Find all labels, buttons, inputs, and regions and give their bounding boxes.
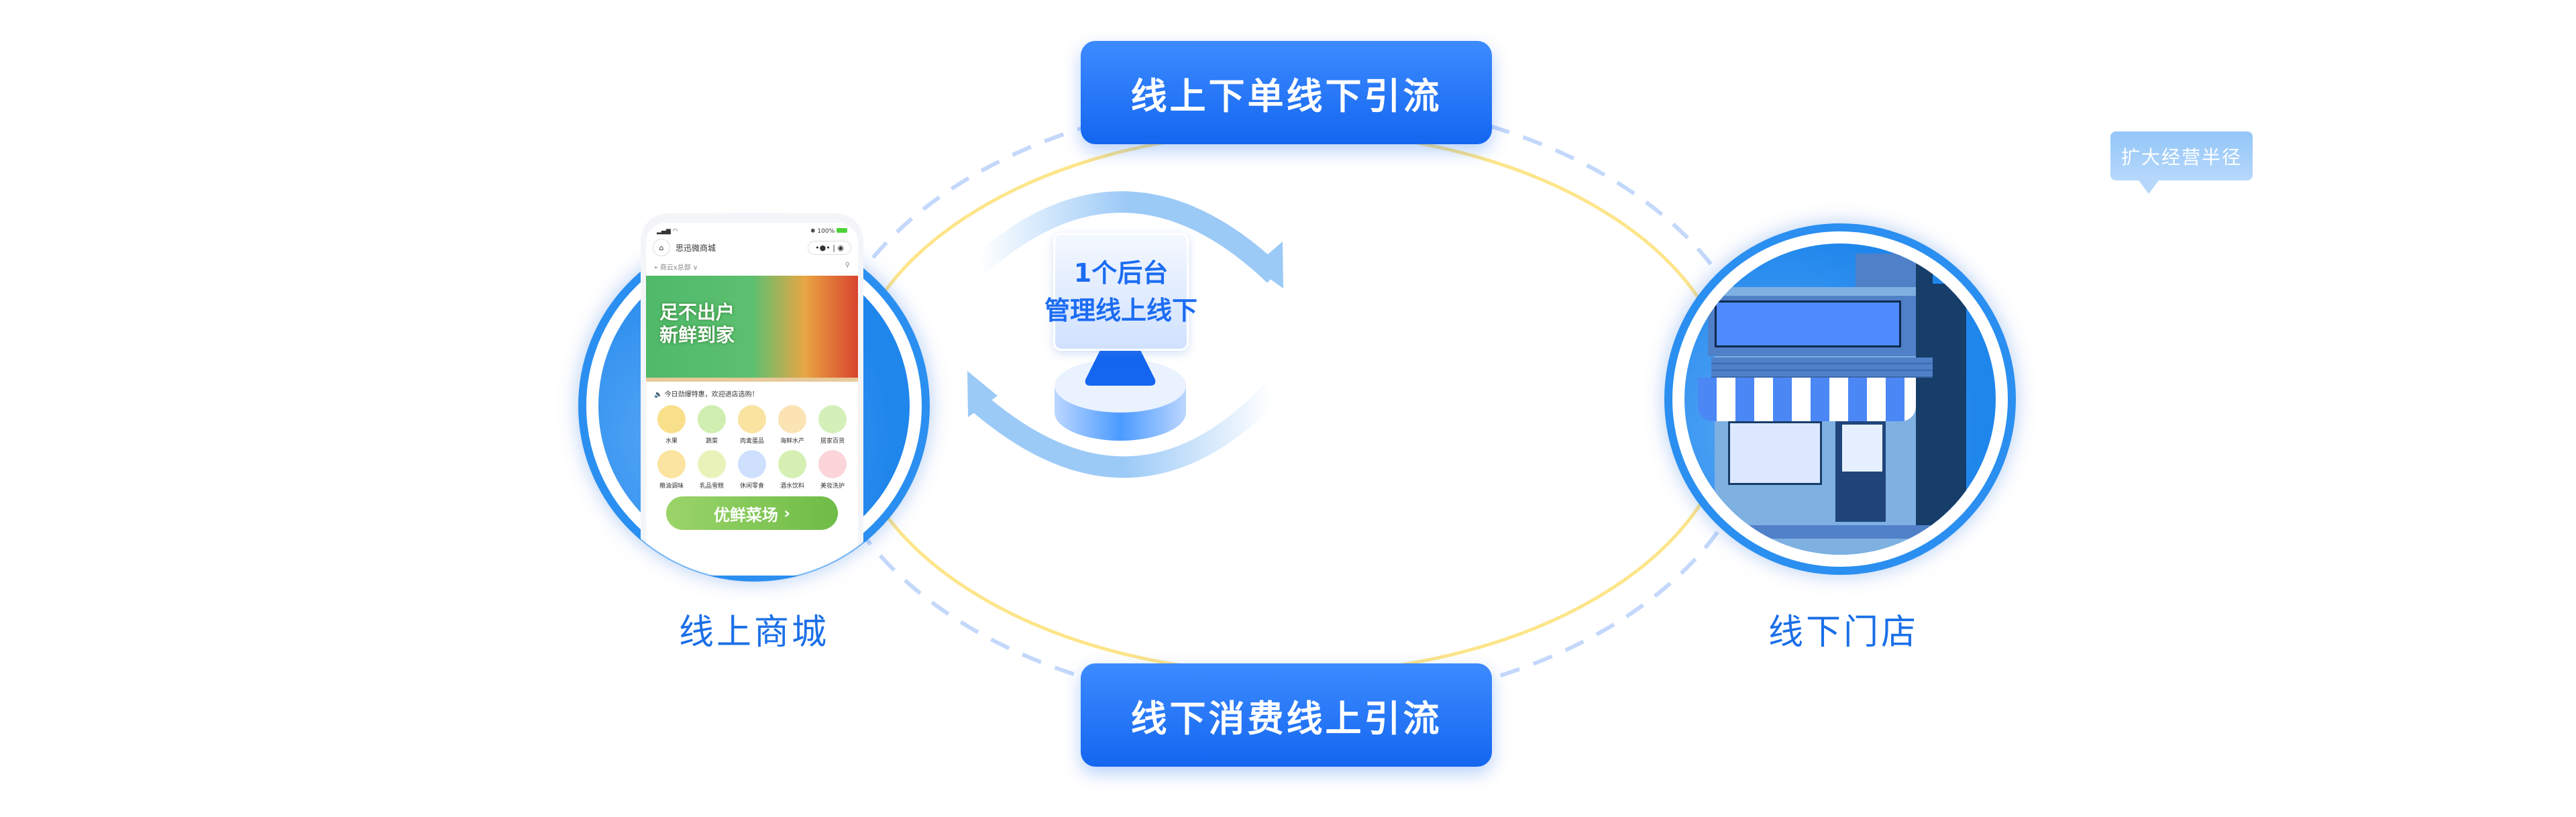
category-label: 休闲零食 — [739, 483, 764, 490]
battery-indicator: ✱ 100% — [810, 228, 847, 235]
category-label: 美妆洗护 — [820, 483, 845, 490]
category-grid: 水果 蔬菜 肉禽蛋品 海鲜水产 居家百货粮油调味 乳品雪糕 休闲零食 酒水饮料 美妆洗护 — [646, 405, 858, 490]
notice-text: 今日劲爆特惠，欢迎进店选购！ — [664, 391, 759, 398]
bottom-arrow — [971, 384, 1279, 478]
app-title: 思迅微商城 — [676, 243, 716, 253]
category-item[interactable]: 酒水饮料 — [772, 450, 812, 490]
monitor-stand — [1085, 350, 1156, 386]
category-label: 水果 — [665, 438, 678, 445]
category-icon — [657, 450, 686, 478]
expand-radius-tooltip: 扩大经营半径 — [2110, 131, 2253, 194]
online-mall-label: 线上商城 — [678, 612, 829, 653]
category-item[interactable]: 海鲜水产 — [772, 405, 812, 445]
category-item[interactable]: 水果 — [651, 405, 692, 445]
category-item[interactable]: 美妆洗护 — [812, 450, 853, 490]
category-icon — [778, 405, 806, 433]
signal-wifi-icon: ▂▄▆ ◠ — [657, 228, 678, 235]
banner-line1: 足不出户 — [659, 301, 735, 323]
center-line1: 1个后台 — [1073, 258, 1169, 288]
capsule-menu[interactable]: •●• | ◉ — [808, 240, 851, 255]
category-icon — [698, 450, 726, 478]
top-arrow — [972, 191, 1283, 283]
home-icon[interactable]: ⌂ — [653, 239, 670, 256]
banner-line2: 新鲜到家 — [659, 324, 735, 346]
category-label: 粮油调味 — [659, 483, 684, 490]
location-selector[interactable]: ⌖ 商云x总部 ∨ — [654, 264, 698, 272]
category-label: 海鲜水产 — [780, 438, 804, 445]
category-item[interactable]: 肉禽蛋品 — [732, 405, 772, 445]
online-to-offline-flow-button: 线上下单线下引流 — [1081, 41, 1492, 144]
category-icon — [698, 405, 726, 433]
category-item[interactable]: 粮油调味 — [651, 450, 692, 490]
backend-monitor-panel: 1个后台 管理线上线下 — [1044, 233, 1197, 351]
category-item[interactable]: 居家百货 — [812, 405, 853, 445]
category-icon — [818, 405, 847, 433]
category-icon — [778, 450, 806, 478]
dashed-orbit — [814, 95, 1764, 710]
offline-store-label: 线下门店 — [1768, 612, 1919, 653]
category-icon — [657, 405, 686, 433]
category-label: 肉禽蛋品 — [739, 438, 764, 445]
phone-mockup: ▂▄▆ ◠ ✱ 100% ⌂ 思迅微商城 •●• | ◉ ⌖ 商云x总部 ∨ ⚲… — [641, 213, 863, 576]
category-item[interactable]: 蔬菜 — [692, 405, 732, 445]
category-icon — [738, 450, 766, 478]
category-label: 蔬菜 — [705, 438, 718, 445]
category-label: 乳品雪糕 — [699, 483, 724, 490]
shopping-bag-icon — [1842, 425, 1882, 472]
status-bar: ▂▄▆ ◠ ✱ 100% — [646, 223, 858, 235]
category-item[interactable]: 休闲零食 — [732, 450, 772, 490]
store-illustration — [1684, 243, 1996, 555]
promo-banner[interactable]: 足不出户 新鲜到家 — [646, 276, 858, 382]
offline-to-online-flow-button: 线下消费线上引流 — [1081, 663, 1492, 767]
bottom-arrowhead — [967, 371, 998, 417]
striped-awning — [1698, 378, 1916, 421]
category-icon — [738, 405, 766, 433]
bottom-banner[interactable]: 优鲜菜场 › — [666, 496, 838, 530]
speaker-icon: 🔈 — [654, 391, 663, 398]
category-label: 居家百货 — [820, 438, 845, 445]
category-item[interactable]: 乳品雪糕 — [692, 450, 732, 490]
top-arrowhead — [1253, 241, 1283, 288]
search-icon[interactable]: ⚲ — [845, 262, 850, 269]
center-line2: 管理线上线下 — [1044, 296, 1198, 325]
category-icon — [818, 450, 847, 478]
category-label: 酒水饮料 — [780, 483, 804, 490]
